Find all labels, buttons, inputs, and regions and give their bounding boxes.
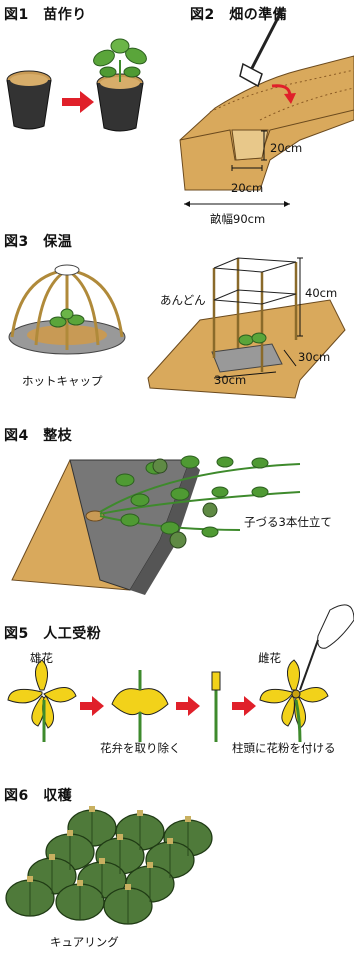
hotcap-icon xyxy=(8,264,126,355)
fig3-andon-label: あんどん xyxy=(160,293,206,307)
fig4-note-label: 子づる3本仕立て xyxy=(244,515,332,529)
fig3-side-b-label: 30cm xyxy=(214,373,247,387)
fig6-title: 図6 収穫 xyxy=(4,788,73,804)
empty-pot-icon xyxy=(6,70,52,130)
stamen-icon xyxy=(211,671,221,742)
seedling-pot-icon xyxy=(93,38,147,132)
fig2-title: 図2 畑の準備 xyxy=(190,7,288,23)
arrow-icon xyxy=(232,696,256,716)
fig3-hotcap-label: ホットキャップ xyxy=(22,374,103,388)
fig5-female-label: 雌花 xyxy=(258,651,281,665)
arrow-icon xyxy=(80,696,104,716)
petal-removal-icon xyxy=(111,670,169,742)
hand-icon xyxy=(299,604,354,691)
pumpkin-pile-icon xyxy=(5,809,213,925)
fig1-title: 図1 苗作り xyxy=(4,7,87,23)
arrow-icon xyxy=(62,91,94,113)
female-flower-icon xyxy=(259,659,329,743)
curved-arrow-icon xyxy=(271,84,292,97)
fig3-height-label: 40cm xyxy=(305,286,338,300)
small-pumpkin-icon xyxy=(152,458,218,549)
fig5-male-label: 雄花 xyxy=(30,651,53,665)
male-flower-icon xyxy=(7,659,77,742)
arrow-icon xyxy=(176,696,200,716)
fig4-title: 図4 整枝 xyxy=(4,428,73,444)
fig2-depth-label: 20cm xyxy=(270,141,303,155)
fig2-width-label: 20cm xyxy=(231,181,264,195)
fig3-title: 図3 保温 xyxy=(4,234,73,250)
fig5-petals-label: 花弁を取り除く xyxy=(100,741,181,755)
fig5-pollen-label: 柱頭に花粉を付ける xyxy=(232,741,336,755)
fig2-bed-label: 畝幅90cm xyxy=(210,212,266,226)
fig6-curing-label: キュアリング xyxy=(50,935,119,949)
fig5-title: 図5 人工受粉 xyxy=(4,626,102,642)
fig3-side-a-label: 30cm xyxy=(298,350,331,364)
andon-icon xyxy=(147,257,346,399)
